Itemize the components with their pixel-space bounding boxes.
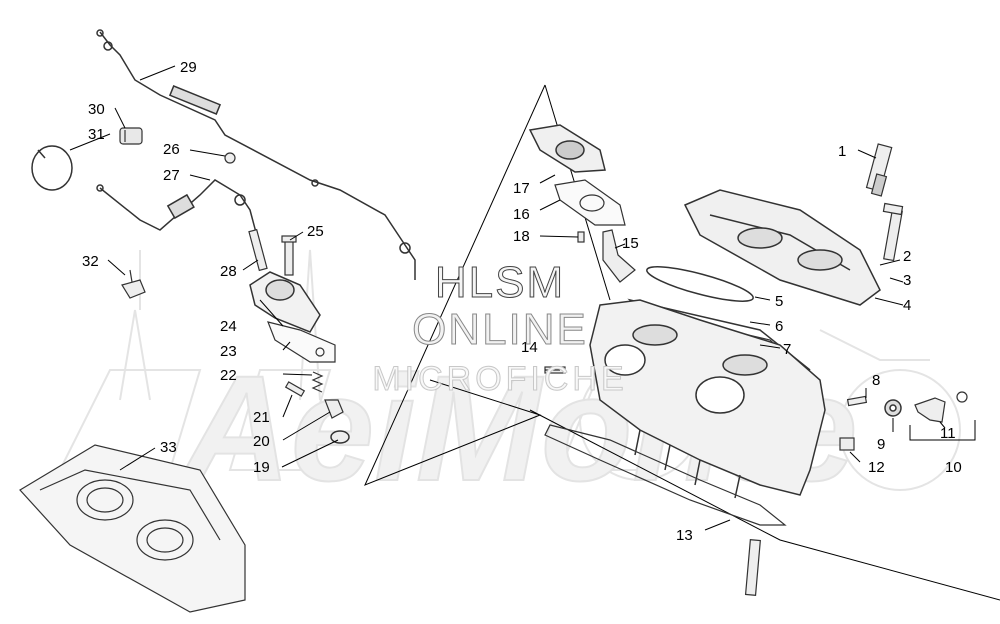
callout-5: 5 xyxy=(775,293,783,310)
part-28-fitting xyxy=(248,228,268,272)
part-27-cable xyxy=(96,179,263,261)
callout-18: 18 xyxy=(513,228,530,245)
part-29-cable xyxy=(96,29,416,280)
part-2-bolt xyxy=(882,202,904,262)
part-9-washer xyxy=(884,399,902,417)
part-18-dowel xyxy=(577,231,585,243)
callout-23: 23 xyxy=(220,343,237,360)
part-11-sensor xyxy=(914,391,968,423)
part-12-nut xyxy=(839,437,855,451)
watermark-line-2: ONLINE xyxy=(412,305,588,355)
callout-12: 12 xyxy=(868,459,885,476)
callout-15: 15 xyxy=(622,235,639,252)
callout-21: 21 xyxy=(253,409,270,426)
callout-13: 13 xyxy=(676,527,693,544)
callout-20: 20 xyxy=(253,433,270,450)
callout-10: 10 xyxy=(945,459,962,476)
part-21-bolt xyxy=(284,381,306,397)
part-30-clip xyxy=(119,127,143,145)
callout-28: 28 xyxy=(220,263,237,280)
callout-19: 19 xyxy=(253,459,270,476)
part-1-spark-plug xyxy=(865,143,893,197)
callout-4: 4 xyxy=(903,297,911,314)
callout-30: 30 xyxy=(88,101,105,118)
part-23-gasket xyxy=(267,321,336,363)
callout-17: 17 xyxy=(513,180,530,197)
callout-1: 1 xyxy=(838,143,846,160)
callout-8: 8 xyxy=(872,372,880,389)
callout-24: 24 xyxy=(220,318,237,335)
part-19-washer xyxy=(330,430,350,444)
callout-22: 22 xyxy=(220,367,237,384)
callout-3: 3 xyxy=(903,272,911,289)
part-16-gasket xyxy=(554,179,626,226)
callout-14: 14 xyxy=(521,339,538,356)
callout-11: 11 xyxy=(940,425,956,442)
part-25-bolt xyxy=(281,235,297,276)
part-22-spring xyxy=(311,371,324,393)
part-8-stud xyxy=(846,395,868,407)
callout-labels: 1 2 3 4 5 6 7 8 9 10 11 12 13 14 15 16 1… xyxy=(82,59,962,544)
callout-2: 2 xyxy=(903,248,911,265)
leader-lines xyxy=(69,65,946,531)
callout-32: 32 xyxy=(82,253,99,270)
part-26-bolt xyxy=(224,152,236,164)
part-10-bracket-line xyxy=(909,420,976,441)
callout-33: 33 xyxy=(160,439,177,456)
part-4-valve-cover xyxy=(683,189,881,306)
part-13-gasket xyxy=(544,424,787,526)
part-33-gasket-set xyxy=(19,444,246,613)
callout-29: 29 xyxy=(180,59,197,76)
callout-6: 6 xyxy=(775,318,783,335)
part-31-clamp xyxy=(31,145,73,191)
stud-bolt xyxy=(744,539,761,596)
watermark-line-1: HLSM xyxy=(434,258,566,308)
part-17-flange xyxy=(528,124,606,173)
callout-31: 31 xyxy=(88,126,105,143)
part-24-housing xyxy=(249,271,321,333)
callout-9: 9 xyxy=(877,436,885,453)
watermark-line-3: MICROFICHE xyxy=(372,360,628,399)
callout-25: 25 xyxy=(307,223,324,240)
part-15-guide xyxy=(602,229,636,283)
callout-27: 27 xyxy=(163,167,180,184)
callout-7: 7 xyxy=(783,341,791,358)
part-32-bracket xyxy=(121,269,146,299)
callout-26: 26 xyxy=(163,141,180,158)
callout-16: 16 xyxy=(513,206,530,223)
part-5-o-ring xyxy=(646,266,754,302)
cylinder-head xyxy=(589,299,826,499)
